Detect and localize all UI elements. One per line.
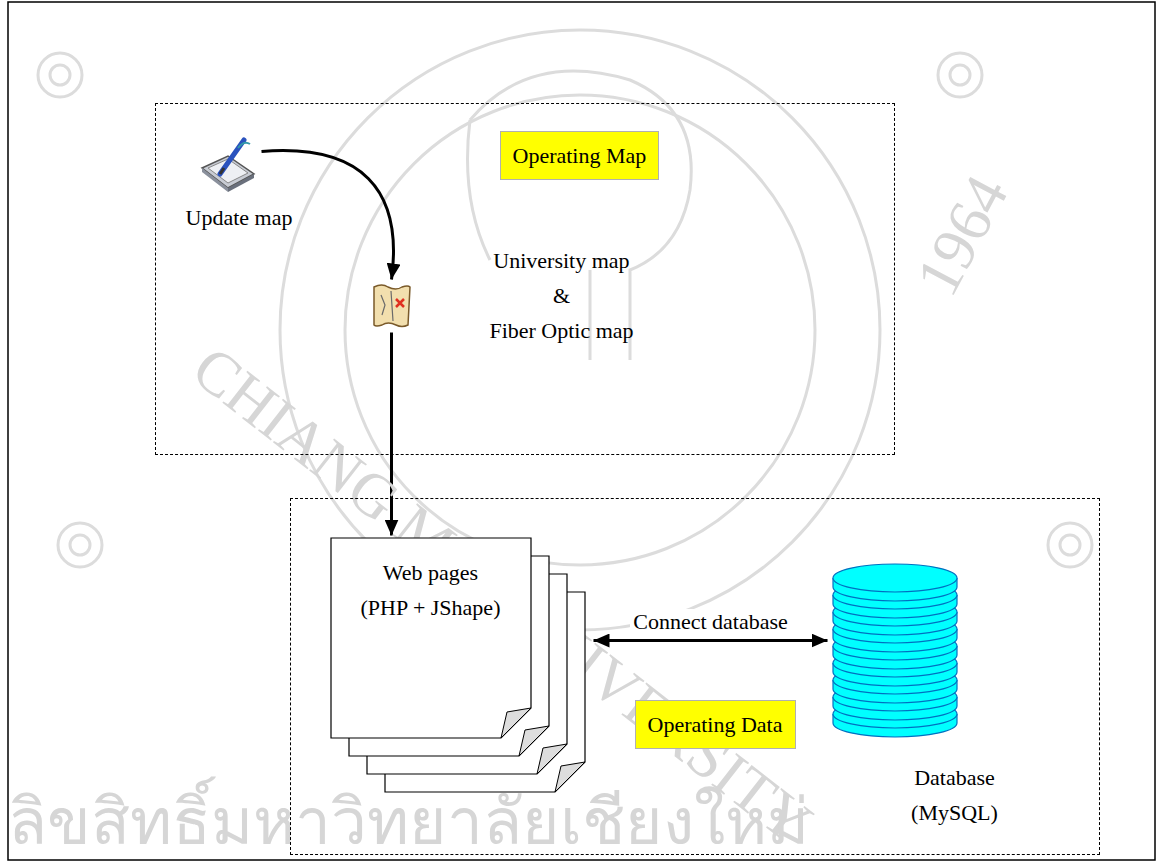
watermark-text: 1964 (902, 164, 1023, 307)
node-text: Update map (186, 200, 293, 235)
database-cylinder: Database (MySQL) (830, 560, 960, 738)
pen-tablet-icon: Update map (198, 134, 260, 194)
node-text: Web pages (PHP + JShape) (330, 555, 532, 625)
node-text: Operating Map (513, 136, 647, 176)
connector-arrow (594, 639, 828, 642)
text-line: Web pages (330, 555, 532, 590)
map-icon: University map & Fiber Optic map (371, 283, 413, 329)
outer-frame (8, 2, 1155, 860)
edge-label: Connect database (630, 609, 791, 635)
node-text: University map & Fiber Optic map (467, 243, 657, 349)
text-line: & (467, 278, 657, 313)
yellow-tag: Operating Data (635, 700, 796, 750)
web-page-stack: Web pages (PHP + JShape) (330, 537, 532, 739)
text-line: (PHP + JShape) (330, 590, 532, 625)
cylinder-art (830, 560, 960, 738)
text-line: University map (467, 243, 657, 278)
node-text: Database (MySQL) (890, 760, 1020, 830)
dashed-region: Web pages (PHP + JShape) Database (MySQL)… (290, 498, 1100, 855)
text-line: Database (890, 760, 1020, 795)
text-line: Fiber Optic map (467, 313, 657, 348)
icon-art (371, 283, 413, 329)
yellow-tag: Operating Map (500, 131, 660, 181)
node-text: Operating Data (648, 705, 783, 745)
dashed-region: Update mapUniversity map & Fiber Optic m… (155, 103, 895, 455)
icon-art (198, 134, 260, 194)
text-line: (MySQL) (890, 795, 1020, 830)
